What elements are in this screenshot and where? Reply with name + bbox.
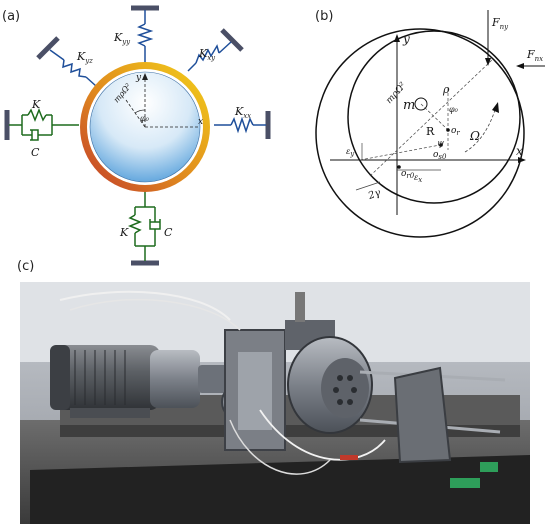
label-phi0: φ₀ (140, 114, 150, 123)
label-ex: εx (414, 173, 422, 184)
label-rho: ρ (442, 83, 450, 96)
contact-line (369, 59, 493, 177)
point-os0 (439, 143, 443, 147)
axis-y-label: y (135, 73, 142, 83)
label-phi0-b: φ₀ (449, 105, 459, 114)
panel-c-label: (c) (17, 259, 34, 274)
label-left-k: K (31, 98, 41, 111)
axis-y-b-label: y (402, 32, 410, 46)
panel-b: (b) y x Fny Fnx mρΩ² m ρ φ₀ (315, 9, 545, 238)
rotor-circle (347, 30, 521, 204)
label-kxy: Kxy (198, 47, 216, 62)
label-kyz: Kyz (76, 50, 93, 65)
gap-line (355, 181, 381, 191)
panel-b-label: (b) (315, 9, 333, 24)
label-fny: Fny (491, 16, 509, 31)
support-bottom (127, 190, 161, 266)
point-or (446, 128, 450, 132)
label-m: m (403, 98, 415, 113)
support-right (214, 111, 271, 139)
panel-c: (c) (17, 259, 530, 524)
label-ey: εy (346, 147, 355, 158)
label-or: or (451, 126, 460, 137)
axis-y-arrow (142, 73, 148, 80)
axis-y-b-arrow (394, 34, 400, 42)
label-bottom-k: K (119, 226, 129, 239)
eccentric-line (125, 99, 146, 128)
label-or0: or0 (401, 169, 415, 180)
label-fnx: Fnx (526, 48, 543, 63)
label-R: R (426, 125, 435, 138)
support-top-right (187, 28, 244, 72)
panel-a-label: (a) (2, 9, 20, 24)
label-psi: ψ (437, 139, 445, 149)
point-or0 (397, 165, 401, 169)
label-omega: Ω (469, 129, 480, 143)
omega-arrow (492, 102, 499, 113)
support-top (131, 5, 159, 63)
label-bottom-c: C (164, 226, 173, 239)
angle-arc (134, 109, 146, 114)
rho-line (420, 103, 449, 131)
fny-arrow (485, 58, 491, 66)
omega-arc (464, 109, 496, 153)
label-kxx: Kxx (234, 105, 251, 120)
label-os0: os0 (433, 150, 447, 161)
panel-a: (a) Kyy Kyz Kxy (2, 5, 271, 266)
fnx-arrow (516, 63, 524, 69)
label-kyy: Kyy (113, 31, 131, 46)
ecc-line (359, 144, 441, 161)
axis-x-b-label: x (516, 144, 523, 158)
test-rig-photo (20, 282, 530, 524)
support-left (4, 107, 79, 141)
axis-x-label: x (198, 117, 203, 127)
label-left-c: C (31, 146, 40, 159)
stator-circle (315, 28, 525, 238)
axis-x-b-arrow (518, 157, 526, 163)
support-top-left (36, 36, 97, 87)
label-gap: 2γ (366, 187, 382, 202)
